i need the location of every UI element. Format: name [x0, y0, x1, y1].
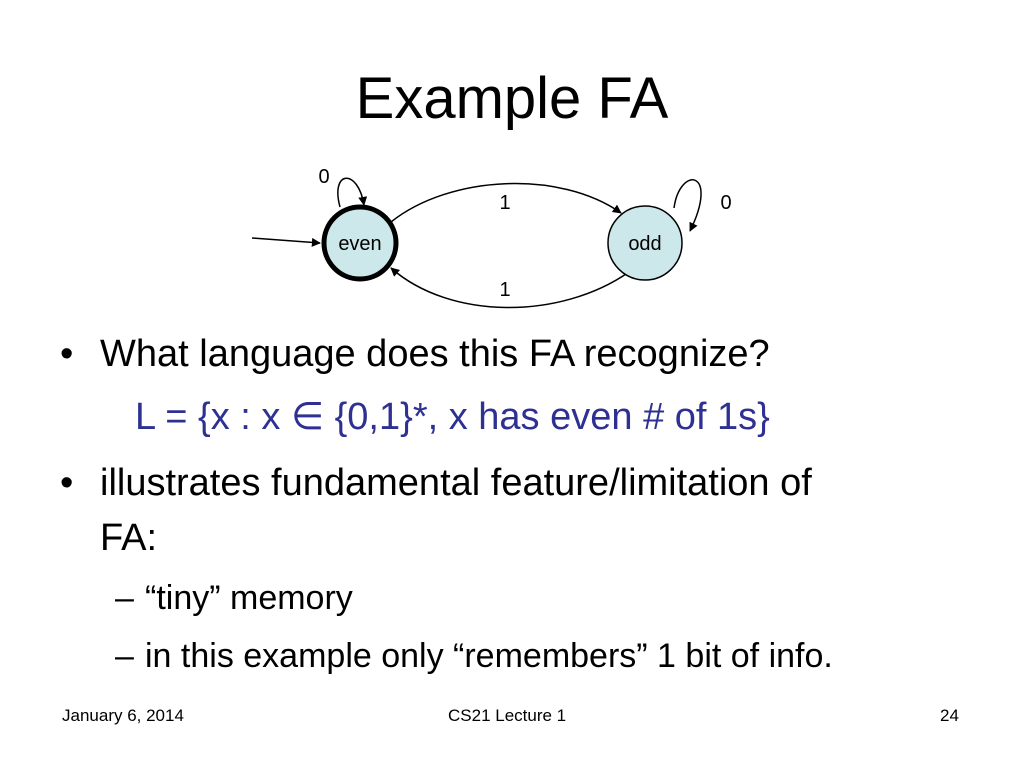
bullet-marker: • [60, 462, 74, 504]
state-odd-label: odd [628, 233, 661, 255]
transition-odd-self-loop [673, 179, 702, 232]
transition-label-odd-self: 0 [720, 192, 731, 214]
state-even [321, 204, 399, 282]
sub-bullet-tiny-memory: “tiny” memory [145, 579, 353, 617]
state-even-label: even [338, 233, 381, 255]
transition-odd-to-even [390, 267, 630, 309]
transition-label-even-to-odd: 1 [499, 192, 510, 214]
footer-page-number: 24 [940, 706, 959, 725]
sub-bullet-marker: – [115, 637, 134, 675]
transition-label-odd-to-even: 1 [499, 279, 510, 301]
sub-bullet-marker: – [115, 579, 134, 617]
footer-date: January 6, 2014 [62, 706, 184, 725]
transition-even-to-odd [390, 182, 622, 223]
transition-even-self-loop [337, 177, 368, 208]
footer-course: CS21 Lecture 1 [448, 706, 567, 725]
bullet-marker: • [60, 333, 74, 375]
bullet-illustrates-line1: illustrates fundamental feature/limitati… [100, 462, 812, 504]
start-arrow [251, 237, 321, 247]
state-odd [607, 205, 683, 281]
fa-diagram: even odd 0 1 0 1 [251, 166, 732, 309]
bullet-question: What language does this FA recognize? [100, 333, 770, 375]
sub-bullet-one-bit: in this example only “remembers” 1 bit o… [145, 637, 833, 675]
slide-title: Example FA [355, 66, 669, 131]
transition-label-even-self: 0 [318, 166, 329, 188]
bullet-illustrates-line2: FA: [100, 517, 158, 559]
language-formula: L = {x : x ∈ {0,1}*, x has even # of 1s} [135, 396, 770, 438]
